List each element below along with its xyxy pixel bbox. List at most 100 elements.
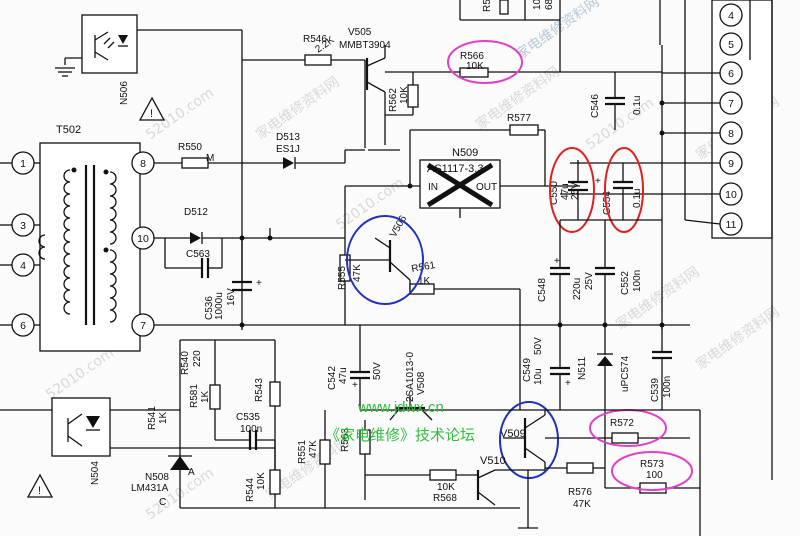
component-label: R541 xyxy=(147,406,158,430)
component-value: 47u xyxy=(560,183,571,200)
svg-text:11: 11 xyxy=(726,219,737,231)
resistor-R563: R563 xyxy=(340,420,371,500)
pin-label: A xyxy=(188,467,195,478)
component-value: 47u xyxy=(338,367,349,384)
transformer-pin: 8 xyxy=(131,151,155,175)
transformer-pin: 1 xyxy=(11,151,35,175)
resistor-R546 xyxy=(304,54,332,66)
diode-D512 xyxy=(190,232,201,244)
component-value: 68 xyxy=(544,0,555,10)
component-label: N506 xyxy=(119,81,130,105)
resistor-R566: R566 10K xyxy=(447,40,523,84)
connector-pin: 9 xyxy=(719,151,743,175)
component-value: 25V xyxy=(584,272,595,290)
component-label: V509 xyxy=(500,428,526,440)
component-label: R543 xyxy=(254,378,265,402)
shunt-regulator-N508 xyxy=(170,456,190,470)
svg-text:7: 7 xyxy=(728,98,734,110)
capacitor-C542: + C542 47u 50V xyxy=(327,325,383,410)
svg-text:!: ! xyxy=(38,485,41,497)
svg-text:7: 7 xyxy=(140,320,146,332)
pin-label: IN xyxy=(428,182,438,193)
connector-pin: 11 xyxy=(719,212,743,236)
component-label: C539 xyxy=(650,378,661,402)
svg-text:+: + xyxy=(352,380,358,391)
resistor-R573: R573 100 xyxy=(604,410,701,536)
resistor-R543 xyxy=(269,381,281,407)
highlight-ellipse xyxy=(549,147,595,233)
regulator-N509: R577 N509 AS1117-3.3 IN OUT xyxy=(345,113,580,218)
component-label: R5 xyxy=(482,0,493,12)
component-label: N508 xyxy=(145,472,169,483)
component-label: T502 xyxy=(56,124,81,136)
component-value: 10K xyxy=(399,86,410,104)
component-label: N511 xyxy=(577,356,588,380)
cross-mark xyxy=(426,162,494,208)
resistor-R576: R576 47K xyxy=(545,462,605,510)
component-value: 0.1u xyxy=(632,96,643,115)
watermark-text: 52010.com xyxy=(143,85,217,143)
component-label: N504 xyxy=(90,461,101,485)
svg-text:+: + xyxy=(595,176,601,187)
svg-text:5: 5 xyxy=(728,39,734,51)
component-label: R563 xyxy=(340,428,351,452)
svg-text:6: 6 xyxy=(20,320,26,332)
resistor-R544 xyxy=(269,469,281,495)
connector-pin: 4 xyxy=(719,3,743,27)
component-value: 50V xyxy=(533,337,544,355)
component-label: R576 xyxy=(568,487,592,498)
component-value: 100n xyxy=(632,270,643,292)
capacitor-C550: + C550 47u 25V xyxy=(549,147,601,233)
component-label: R572 xyxy=(610,418,634,429)
right-bus xyxy=(560,0,773,480)
svg-text:8: 8 xyxy=(728,128,734,140)
component-value: 1K xyxy=(200,390,211,403)
svg-text:6: 6 xyxy=(728,68,734,80)
component-label: R573 xyxy=(640,459,664,470)
component-value: 47K xyxy=(573,499,591,510)
component-label: C542 xyxy=(327,366,338,390)
component-label: V508 xyxy=(416,371,427,395)
highlight-ellipse xyxy=(499,401,559,479)
connector-pin: 7 xyxy=(719,91,743,115)
svg-text:4: 4 xyxy=(728,10,734,22)
component-label: V505 xyxy=(348,27,372,38)
svg-text:1: 1 xyxy=(20,158,26,170)
capacitor-C554: C554 0.1u xyxy=(560,147,662,233)
component-label: C563 xyxy=(186,249,210,260)
resistor-R550 xyxy=(181,157,209,169)
svg-text:4: 4 xyxy=(20,260,26,272)
warning-icon: ! xyxy=(26,473,54,498)
transformer-pin: 3 xyxy=(11,213,35,237)
component-value: 100 xyxy=(646,470,663,481)
svg-text:3: 3 xyxy=(20,220,26,232)
component-label: C546 xyxy=(590,94,601,118)
transistor-V508: 2SA1013-0 V508 xyxy=(389,352,433,421)
svg-text:9: 9 xyxy=(728,158,734,170)
svg-text:+: + xyxy=(565,378,571,389)
svg-text:!: ! xyxy=(150,108,153,120)
svg-text:10: 10 xyxy=(725,189,737,201)
svg-text:+: + xyxy=(554,256,560,267)
svg-text:+: + xyxy=(256,278,262,289)
highlight-ellipse xyxy=(346,215,424,305)
component-label: N509 xyxy=(452,147,478,159)
component-label: C550 xyxy=(549,181,560,205)
output-connector: 4 5 6 7 8 9 10 11 xyxy=(711,0,773,239)
component-value: 100n xyxy=(662,376,673,398)
component-label: C536 xyxy=(204,296,215,320)
capacitor-C552: C552 100n xyxy=(595,220,643,325)
svg-text:10: 10 xyxy=(137,233,149,245)
connector-pin: 5 xyxy=(719,32,743,56)
top-strip: R5 10 68 xyxy=(459,0,661,45)
component-label: R540 xyxy=(180,351,191,375)
component-value: 2SA1013-0 xyxy=(405,352,416,402)
component-label: C549 xyxy=(522,358,533,382)
component-value: LM431A xyxy=(131,483,169,494)
transistor-stage-V505: R546 2.2K V505 MMBT3904 R562 10K xyxy=(242,27,560,151)
feedback-network: R540 220 R581 1K C535 100n R543 R544 10K… xyxy=(131,339,520,509)
highlight-ellipse xyxy=(611,451,693,491)
component-value: 16V xyxy=(226,288,237,306)
zener-N511: N511 uPC574 xyxy=(577,325,631,445)
component-label: R555 xyxy=(337,266,348,290)
